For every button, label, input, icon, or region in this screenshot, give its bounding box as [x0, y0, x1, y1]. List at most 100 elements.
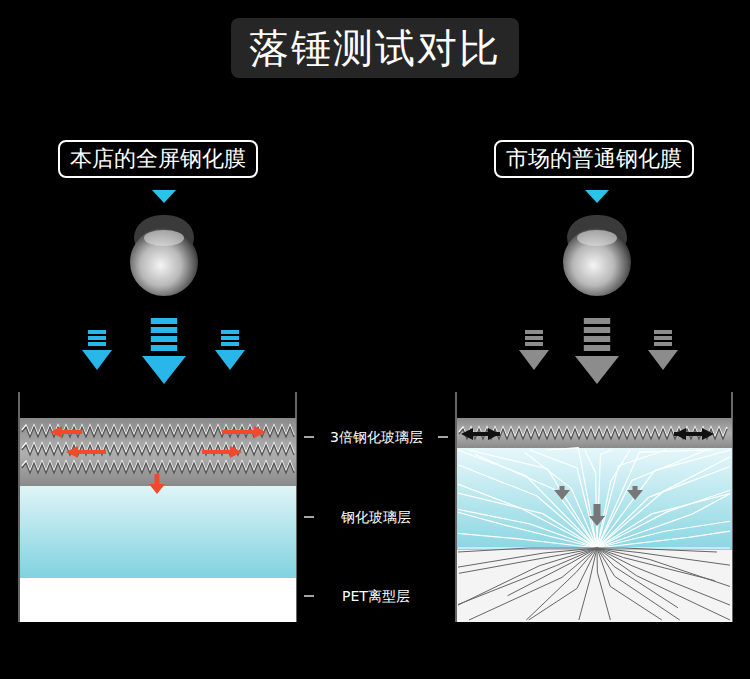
arrow-head [575, 356, 619, 384]
arrow-bar [584, 345, 610, 351]
title-box: 落锤测试对比 [231, 18, 519, 78]
arrow-bar [88, 330, 106, 334]
glass-crack [469, 450, 597, 548]
force-arrow [594, 504, 601, 518]
glass-crack [597, 531, 730, 548]
force-arrow-head [488, 428, 500, 440]
glass-layer [20, 486, 296, 578]
dash [304, 516, 314, 518]
arrow-bar [584, 318, 610, 324]
arrow-bar [151, 336, 177, 342]
force-arrow [222, 430, 258, 434]
film-crack [469, 548, 597, 620]
arrow-head [648, 350, 678, 370]
stress-wave [22, 427, 294, 437]
hard-layer [457, 418, 732, 448]
arrow-bar [525, 336, 543, 340]
box-label: 本店的全屏钢化膜 [70, 144, 246, 174]
film-crack [597, 548, 730, 620]
container-edge [18, 392, 20, 622]
layer-label: 钢化玻璃层 [339, 508, 413, 526]
steel-ball [563, 215, 631, 296]
arrow-bar [151, 327, 177, 333]
film-crack [508, 548, 597, 596]
label-box: 市场的普通钢化膜 [494, 140, 694, 178]
force-arrow [202, 450, 234, 454]
film-crack [458, 548, 597, 552]
ball [130, 228, 198, 296]
force-arrow-head [554, 490, 570, 500]
container-edge [455, 392, 457, 622]
arrow-bar [584, 327, 610, 333]
force-arrow-head [149, 484, 165, 494]
glass-crack [530, 450, 597, 548]
dash [304, 436, 314, 438]
stress-wave [22, 425, 294, 435]
force-arrow-head [627, 490, 643, 500]
glass-crack [475, 454, 597, 548]
arrow-bar [221, 336, 239, 340]
label-box: 本店的全屏钢化膜 [58, 140, 258, 178]
ball [563, 228, 631, 296]
label-dashes [304, 437, 448, 596]
arrow-bar [654, 330, 672, 334]
glass-crack [597, 494, 730, 548]
pet-layer [20, 578, 296, 622]
arrow-bar [654, 336, 672, 340]
film-crack [597, 548, 610, 620]
title-text: 落锤测试对比 [249, 25, 501, 71]
left-stack [19, 392, 296, 622]
arrow-bar [151, 345, 177, 351]
layer-label: 3倍钢化玻璃层 [328, 428, 425, 446]
film-crack [459, 548, 597, 573]
arrow-bar [525, 330, 543, 334]
glass-crack [597, 457, 730, 548]
force-arrow-head [589, 516, 605, 526]
glass-crack [458, 493, 597, 548]
arrow-bar [151, 318, 177, 324]
glass-crack [458, 484, 597, 548]
box-label: 市场的普通钢化膜 [506, 144, 682, 174]
glass-crack [547, 448, 597, 548]
arrow-bar [88, 336, 106, 340]
stress-wave [459, 429, 727, 439]
glass-crack [585, 450, 597, 548]
glass-layer [457, 448, 732, 550]
force-arrow-head [254, 426, 266, 438]
layer-label: PET离型层 [340, 587, 412, 605]
film-crack [597, 548, 730, 605]
stress-wave [22, 463, 294, 473]
right-stack [456, 392, 732, 622]
pointer-triangle [585, 190, 609, 203]
arrow-bar [525, 342, 543, 346]
force-arrow-head [230, 446, 242, 458]
glass-crack [597, 467, 730, 548]
film-crack [597, 548, 678, 608]
arrow-bar [584, 336, 610, 342]
arrow-bar [221, 330, 239, 334]
force-arrow [74, 450, 106, 454]
arrow-bar [654, 342, 672, 346]
glass-crack [597, 490, 730, 548]
force-arrow-head [461, 428, 473, 440]
arrow-head [215, 350, 245, 370]
ball-highlight [577, 230, 617, 246]
stress-wave [22, 445, 294, 455]
force-arrow-head [50, 426, 62, 438]
film-crack [458, 548, 597, 605]
steel-ball [130, 215, 198, 296]
arrow-head [82, 350, 112, 370]
arrow-head [519, 350, 549, 370]
force-arrow-head [66, 446, 78, 458]
glass-crack [458, 450, 597, 548]
film-crack [597, 548, 730, 586]
film-crack [458, 548, 597, 567]
force-arrow-head [674, 428, 686, 440]
ball-highlight [144, 230, 184, 246]
arrow-bar [221, 342, 239, 346]
hard-layer [20, 418, 296, 486]
glass-crack [597, 493, 730, 548]
arrow-bar [88, 342, 106, 346]
force-arrow-head [702, 428, 714, 440]
